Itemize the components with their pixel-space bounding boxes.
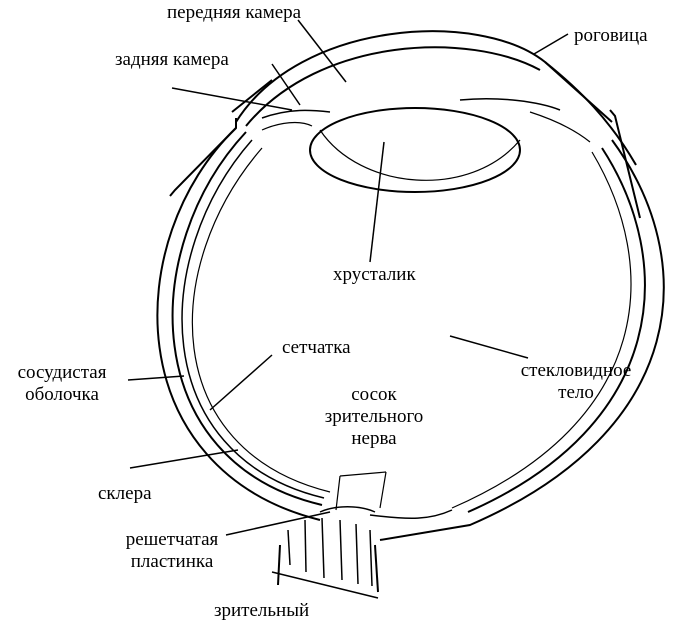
label-choroid: сосудистая оболочка — [2, 362, 122, 406]
label-retina: сетчатка — [282, 337, 351, 359]
label-posterior-chamber: задняя камера — [115, 49, 229, 71]
optic-nerve-right — [375, 545, 378, 592]
ciliary-right — [530, 112, 590, 142]
label-lamina-line1: решетчатая — [108, 529, 236, 551]
sclera-outer-right — [380, 140, 664, 540]
label-lens: хрусталик — [333, 264, 416, 286]
label-vitreous-line2: тело — [506, 382, 646, 404]
label-lamina: решетчатая пластинка — [108, 529, 236, 573]
label-disc-line2: зрительного — [306, 406, 442, 428]
label-cornea: роговица — [574, 25, 648, 47]
iris-right — [460, 99, 560, 110]
label-optic-disc: сосок зрительного нерва — [306, 384, 442, 450]
leader-anterior-chamber — [298, 20, 346, 82]
label-vitreous: стекловидное тело — [506, 360, 646, 404]
label-choroid-line2: оболочка — [2, 384, 122, 406]
label-choroid-line1: сосудистая — [2, 362, 122, 384]
label-lamina-line2: пластинка — [108, 551, 236, 573]
leader-lens — [370, 142, 384, 262]
leader-cornea — [534, 34, 568, 54]
retina-right — [452, 152, 631, 508]
optic-nerve-left — [278, 545, 280, 585]
leader-lamina — [226, 512, 330, 535]
cornea-inner — [246, 47, 540, 126]
iris-left — [262, 110, 330, 118]
leader-retina — [210, 355, 272, 410]
label-sclera: склера — [98, 483, 152, 505]
optic-disc-outline — [320, 507, 375, 512]
sclera-inner — [173, 132, 322, 505]
leader-vitreous — [450, 336, 528, 358]
leader-sclera — [130, 450, 238, 468]
retina-bottom — [370, 510, 452, 518]
label-disc-line3: нерва — [306, 428, 442, 450]
optic-width-arrow — [272, 572, 378, 598]
label-vitreous-line1: стекловидное — [506, 360, 646, 382]
label-disc-line1: сосок — [306, 384, 442, 406]
ciliary-left — [262, 123, 312, 130]
label-anterior-chamber: передняя камера — [167, 2, 301, 24]
leader-choroid — [128, 376, 184, 380]
sclera-inner-right — [468, 148, 645, 512]
label-optic: зрительный — [214, 600, 309, 622]
